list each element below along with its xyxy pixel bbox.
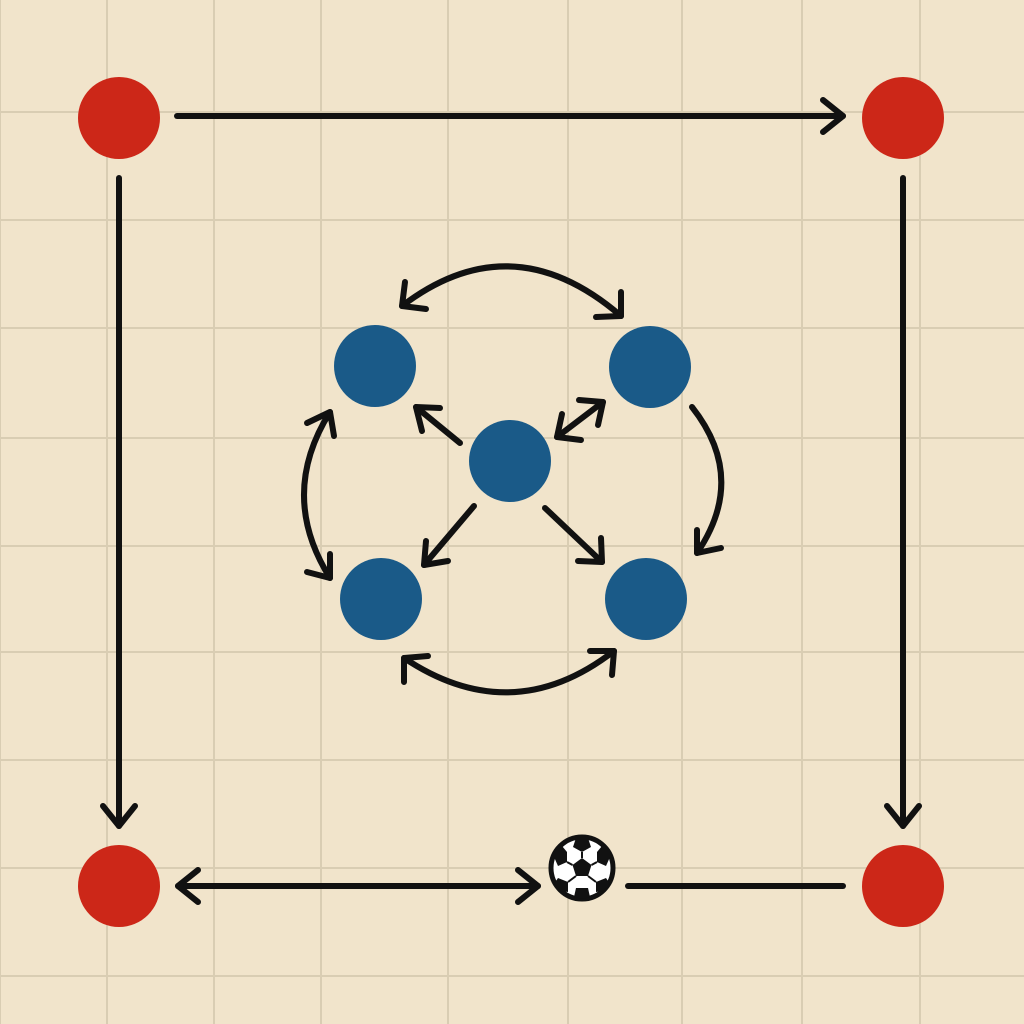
- arrow-center-to-bottom-right: [542, 505, 605, 565]
- soccer-ball-icon: [548, 834, 616, 902]
- cone-bottom-right: [862, 845, 944, 927]
- player-bottom-left: [340, 558, 422, 640]
- rotation-arrows: [301, 263, 725, 696]
- players: [334, 325, 691, 640]
- center-arrows: [413, 397, 606, 568]
- arrow-right: [884, 175, 922, 829]
- player-top-left: [334, 325, 416, 407]
- arc-top: [399, 263, 624, 320]
- arrow-center-to-bottom-left: [421, 503, 477, 568]
- arrow-top: [174, 97, 846, 135]
- arc-left: [301, 409, 337, 581]
- arc-bottom: [401, 648, 617, 696]
- player-top-right: [609, 326, 691, 408]
- corner-cones: [78, 77, 944, 927]
- player-bottom-right: [605, 558, 687, 640]
- arrow-center-top-right-double: [554, 397, 606, 443]
- cone-top-right: [862, 77, 944, 159]
- perimeter-arrows: [100, 97, 922, 905]
- cone-bottom-left: [78, 845, 160, 927]
- arrow-left: [100, 175, 138, 829]
- arrow-center-to-top-left: [413, 404, 463, 446]
- cone-top-left: [78, 77, 160, 159]
- arc-right: [689, 404, 725, 556]
- arrow-bottom-left-double: [175, 867, 541, 905]
- player-center: [469, 420, 551, 502]
